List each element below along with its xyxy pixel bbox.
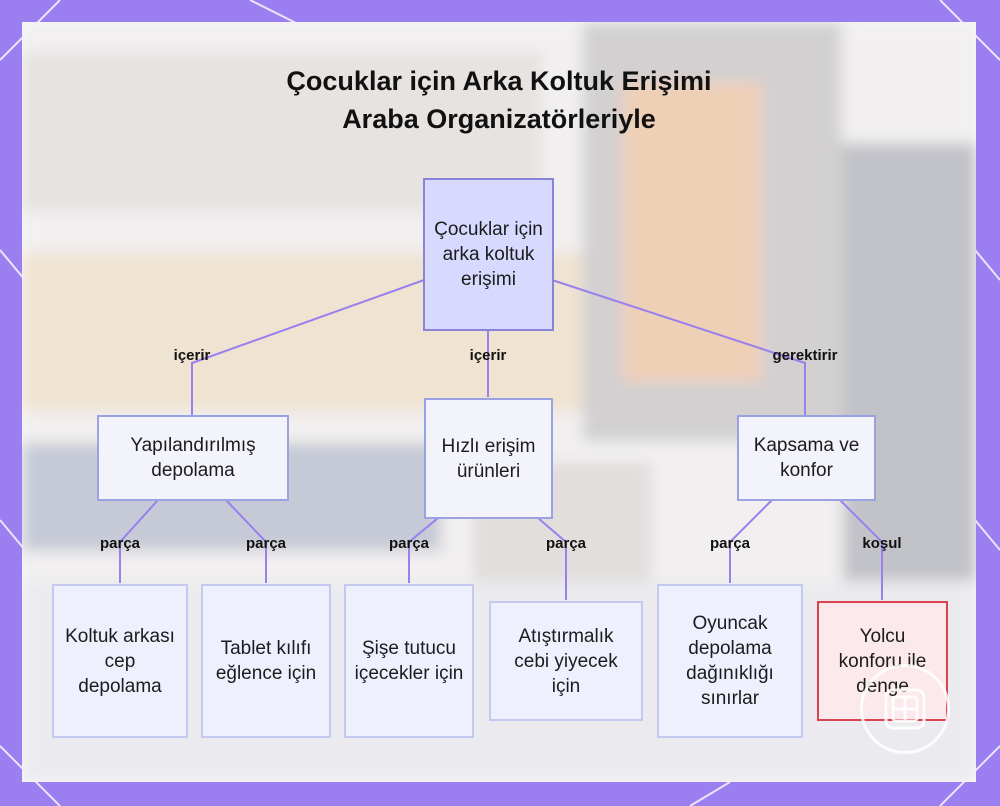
node-snack-pocket: Atıştırmalık cebi yiyecek için [489, 601, 643, 721]
edge-structured-seatback [119, 499, 159, 583]
node-quick-access: Hızlı erişim ürünleri [424, 398, 553, 519]
edge-lines [119, 279, 883, 600]
node-seatback-pocket-label: Koltuk arkası cep depolama [65, 625, 175, 697]
node-root: Çocuklar için arka koltuk erişimi [423, 178, 554, 331]
edge-structured-tablet [225, 499, 267, 583]
title-line-1: Çocuklar için Arka Koltuk Erişimi [286, 66, 712, 96]
edge-label-part-2: parça [245, 535, 287, 552]
edge-label-part-4: parça [545, 535, 587, 552]
edge-quick-snack [537, 517, 567, 600]
organizer-grid-icon-shape [884, 688, 926, 730]
edge-label-condition: koşul [862, 535, 902, 552]
edge-quick-bottle [408, 517, 439, 583]
node-structured-storage: Yapılandırılmış depolama [97, 415, 289, 501]
node-toy-storage: Oyuncak depolama dağınıklığı sınırlar [657, 584, 803, 738]
diagram-title: Çocuklar için Arka Koltuk Erişimi Araba … [22, 62, 976, 138]
edge-root-coverage [551, 279, 806, 415]
node-coverage-comfort-label: Kapsama ve konfor [753, 435, 860, 481]
node-quick-access-label: Hızlı erişim ürünleri [441, 435, 536, 482]
node-tablet-case: Tablet kılıfı eğlence için [201, 584, 331, 738]
edge-label-part-1: parça [99, 535, 141, 552]
edge-coverage-toy [729, 499, 773, 583]
node-bottle-holder: Şişe tutucu içecekler için [344, 584, 474, 738]
diagram-card: Çocuklar için Arka Koltuk Erişimi Araba … [22, 22, 976, 782]
title-line-2: Araba Organizatörleriyle [342, 104, 656, 134]
node-coverage-comfort: Kapsama ve konfor [737, 415, 876, 501]
edge-root-structured [191, 279, 425, 415]
edge-label-requires: gerektirir [772, 347, 838, 364]
edge-label-part-5: parça [709, 535, 751, 552]
node-toy-storage-label: Oyuncak depolama dağınıklığı sınırlar [686, 613, 774, 709]
node-snack-pocket-label: Atıştırmalık cebi yiyecek için [514, 625, 618, 697]
node-structured-storage-label: Yapılandırılmış depolama [130, 435, 256, 481]
edge-label-part-3: parça [388, 535, 430, 552]
node-bottle-holder-label: Şişe tutucu içecekler için [354, 638, 464, 684]
node-tablet-case-label: Tablet kılıfı eğlence için [215, 638, 317, 684]
organizer-grid-icon [860, 664, 950, 754]
node-root-label: Çocuklar için arka koltuk erişimi [434, 219, 543, 290]
edge-label-contains-mid: içerir [469, 347, 507, 364]
node-seatback-pocket: Koltuk arkası cep depolama [52, 584, 188, 738]
edge-coverage-balance [839, 499, 883, 600]
edge-label-contains-left: içerir [173, 347, 211, 364]
